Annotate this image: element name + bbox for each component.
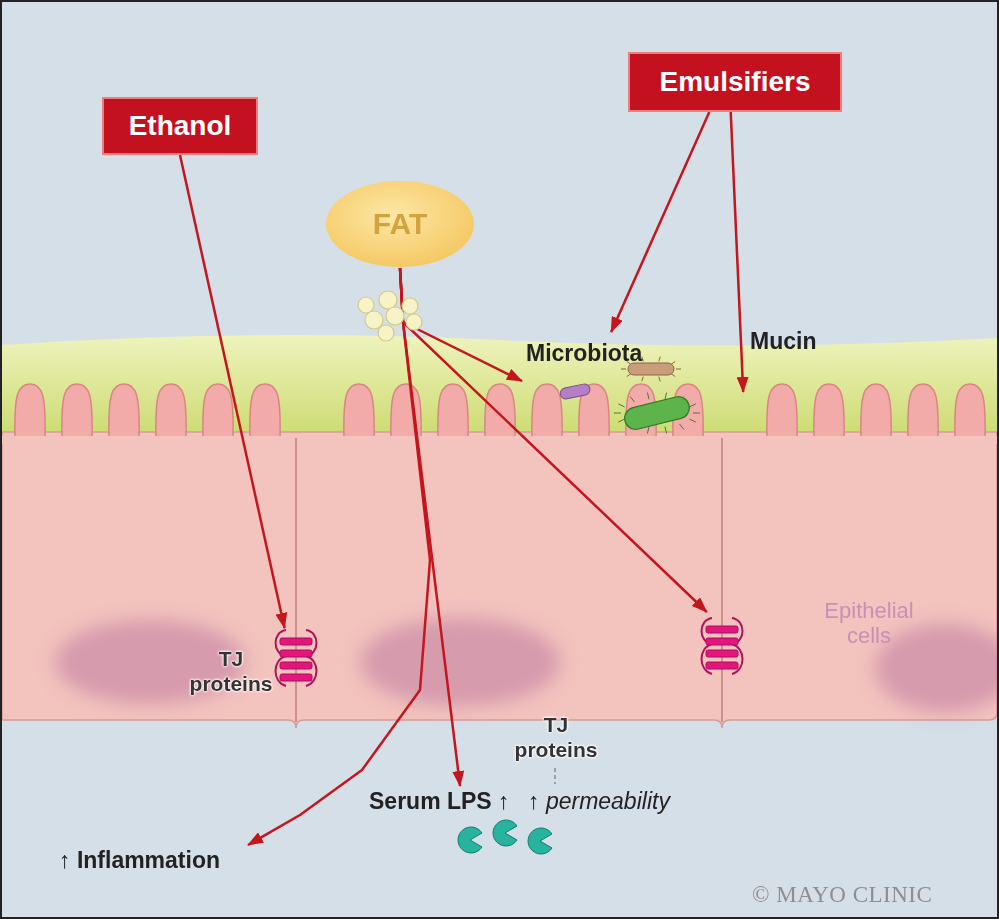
microbiota-label: Microbiota <box>522 332 704 430</box>
epithelial-layer <box>2 432 997 728</box>
tight-junction: TJ proteins <box>186 628 314 712</box>
node-text: ↑ Inflammation <box>59 847 254 874</box>
agent-box: Ethanol <box>102 97 258 155</box>
node-text: TJ proteins <box>510 712 602 762</box>
node-text: Ethanol <box>129 110 232 142</box>
leader-line <box>554 768 556 784</box>
arrow-connector <box>248 268 430 845</box>
arrow-connector <box>400 268 460 786</box>
node-text: Mucin <box>750 328 826 355</box>
mucin-label: Mucin <box>734 326 826 392</box>
fat-globule: FAT <box>325 180 475 268</box>
copyright-watermark: © MAYO CLINIC <box>752 882 932 908</box>
node-text: FAT <box>373 207 427 241</box>
agent-box: Emulsifiers <box>628 52 842 112</box>
arrow-connector <box>731 112 743 392</box>
bacteria <box>559 357 700 434</box>
node-text: Microbiota <box>526 340 704 367</box>
arrow-connector <box>400 268 707 612</box>
arrow-connector <box>180 155 285 628</box>
tight-junction-icons <box>276 618 743 686</box>
node-text: TJ proteins <box>186 646 276 696</box>
tight-junction: TJ proteins <box>510 612 750 768</box>
lps-molecules <box>458 820 552 854</box>
cell-junction <box>721 438 723 722</box>
node-text: Emulsifiers <box>660 66 811 98</box>
effect-label: ↑ permeability <box>528 788 670 815</box>
arrow-connector <box>611 112 709 332</box>
arrow-connector <box>400 268 522 381</box>
region-label: Epithelial cells <box>810 598 928 649</box>
inflammation-label: ↑ Inflammation <box>55 845 254 883</box>
